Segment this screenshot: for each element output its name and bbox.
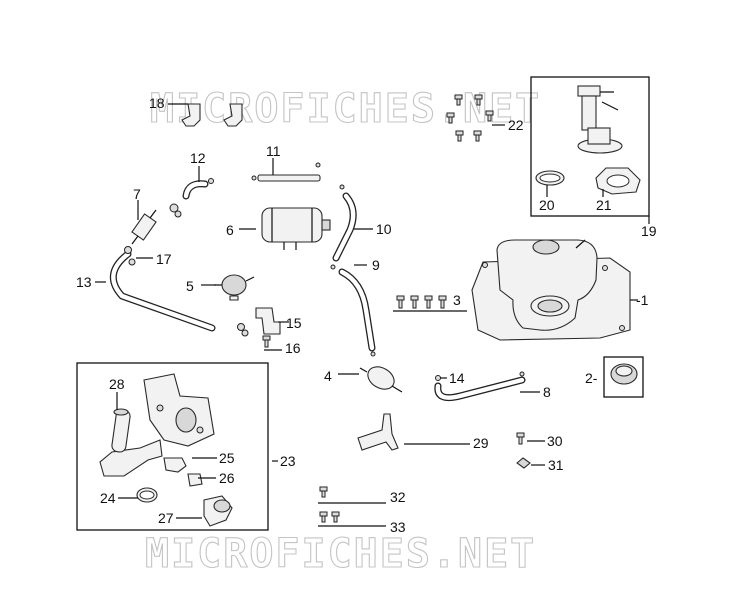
fuel-valve-group-box [76, 362, 269, 531]
tank-bracket[interactable] [357, 413, 399, 451]
label-part-7: 7 [133, 186, 141, 202]
label-part-12: 12 [190, 150, 206, 166]
label-part-13: 13 [76, 274, 92, 290]
label-part-3: 3 [453, 292, 461, 308]
bolt-30[interactable] [516, 432, 525, 445]
label-part-22: 22 [508, 117, 524, 133]
o-ring-24[interactable] [136, 487, 158, 503]
vacuum-fuel-pump[interactable] [214, 274, 255, 301]
hose-12[interactable] [169, 178, 214, 218]
label-part-24: 24 [100, 490, 116, 506]
valve-lever-28[interactable] [111, 408, 131, 453]
hose-11[interactable] [251, 162, 321, 182]
label-part-1: -1 [636, 292, 649, 308]
label-part-9: 9 [372, 257, 380, 273]
label-part-16: 16 [285, 340, 301, 356]
elbow-25[interactable] [163, 457, 187, 473]
label-part-4: 4 [324, 368, 332, 384]
fuel-pump-group-box [530, 76, 650, 217]
label-part-5: 5 [186, 278, 194, 294]
nut-31[interactable] [516, 457, 531, 469]
hose-fittings-18[interactable] [181, 103, 243, 127]
pump-screws-22[interactable] [446, 94, 494, 142]
evap-canister[interactable] [261, 207, 331, 250]
label-part-33: 33 [390, 519, 406, 535]
tank-mounting-bolts[interactable] [396, 295, 447, 309]
hose-8[interactable] [434, 371, 526, 402]
label-part-15: 15 [286, 315, 302, 331]
label-part-20: 20 [539, 197, 555, 213]
label-part-14: 14 [449, 370, 465, 386]
knob-27[interactable] [203, 495, 233, 527]
elbow-fitting[interactable] [237, 307, 281, 337]
screw-32[interactable] [319, 486, 328, 498]
label-part-23: 23 [280, 453, 296, 469]
label-part-28: 28 [109, 376, 125, 392]
label-part-19: 19 [641, 223, 657, 239]
hose-10[interactable] [332, 184, 357, 262]
pump-mounting-plate[interactable] [595, 167, 641, 195]
inline-fuel-filter[interactable] [131, 209, 157, 245]
fuel-filter[interactable] [359, 362, 403, 393]
fuel-pump-assembly[interactable] [577, 85, 623, 154]
label-part-21: 21 [596, 197, 612, 213]
label-part-8: 8 [543, 384, 551, 400]
watermark-top: MICROFICHES.NET [150, 86, 541, 132]
label-part-6: 6 [226, 222, 234, 238]
label-part-18: 18 [149, 95, 165, 111]
screw-16[interactable] [262, 335, 271, 348]
label-part-26: 26 [219, 470, 235, 486]
hose-9[interactable] [330, 264, 376, 357]
fuel-tank[interactable] [471, 239, 631, 341]
label-part-25: 25 [219, 450, 235, 466]
label-part-2: 2- [585, 370, 598, 386]
watermark-bottom: MICROFICHES.NET [145, 531, 536, 577]
pump-gasket-ring[interactable] [535, 170, 565, 186]
label-part-31: 31 [548, 457, 564, 473]
clamp-17[interactable] [124, 246, 136, 266]
fitting-26[interactable] [187, 473, 203, 487]
label-part-32: 32 [390, 489, 406, 505]
label-part-27: 27 [158, 510, 174, 526]
label-part-11: 11 [266, 143, 281, 159]
label-part-10: 10 [376, 221, 392, 237]
clamp-14[interactable] [435, 375, 441, 381]
fuel-cap[interactable] [603, 356, 644, 398]
fuel-valve-assembly[interactable] [99, 373, 215, 477]
screws-33[interactable] [319, 511, 340, 523]
hose-13[interactable] [109, 250, 216, 332]
label-part-17: 17 [156, 251, 172, 267]
label-part-29: 29 [473, 435, 489, 451]
label-part-30: 30 [547, 433, 563, 449]
